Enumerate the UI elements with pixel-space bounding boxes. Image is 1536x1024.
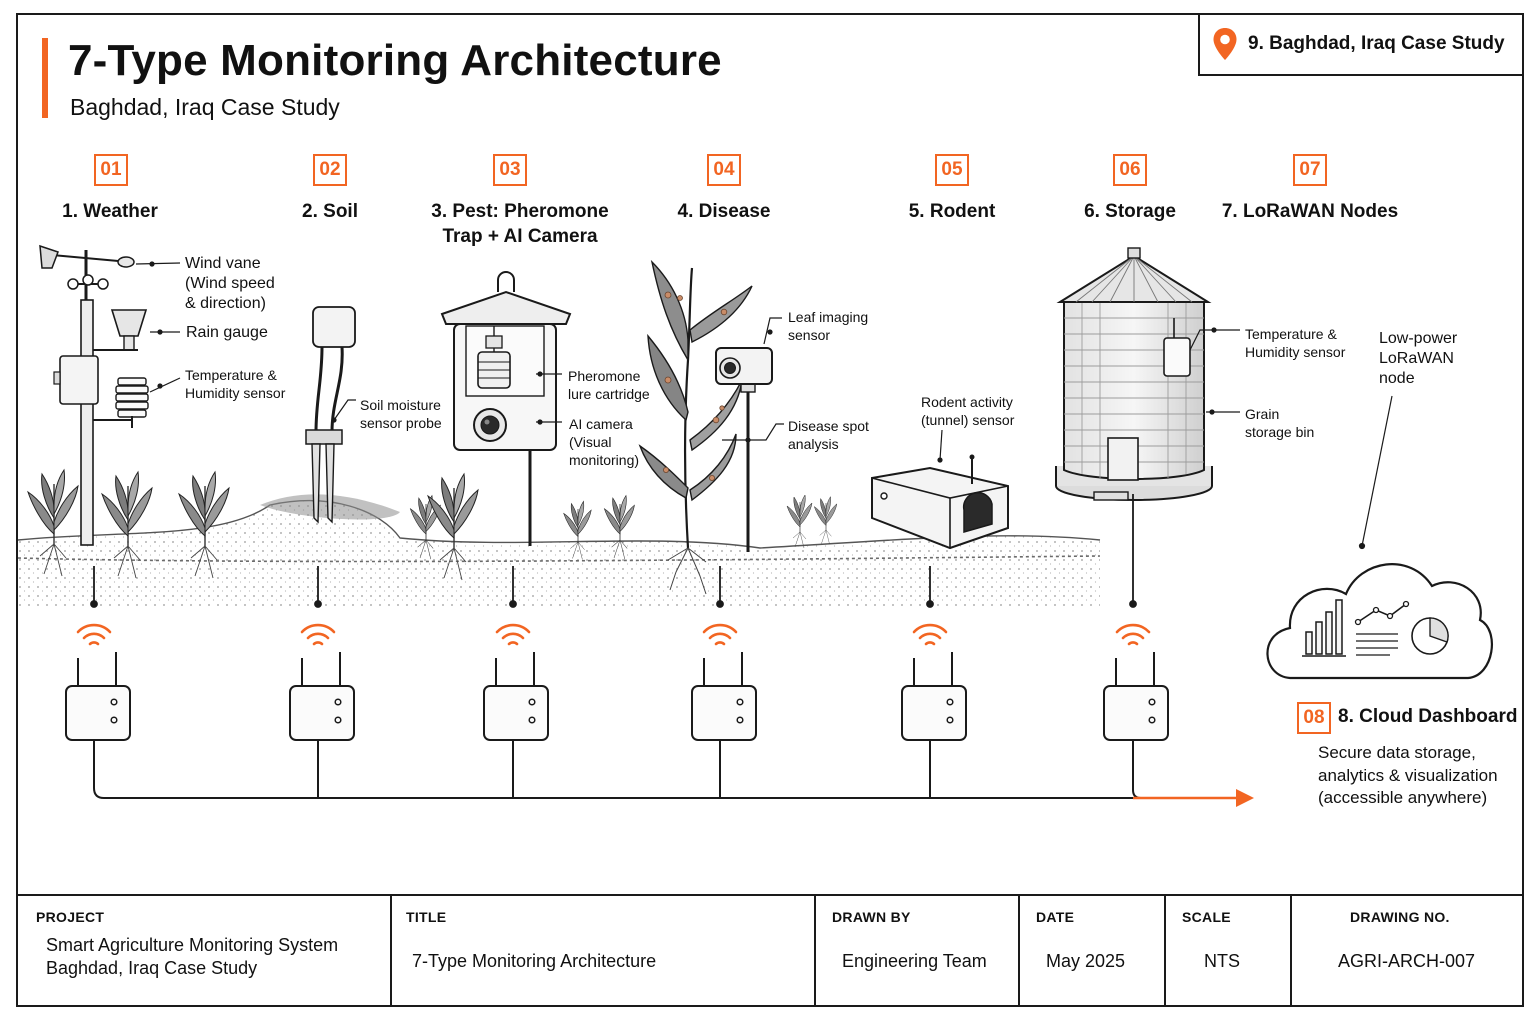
scale-heading: SCALE (1182, 909, 1231, 925)
location-tag: 9. Baghdad, Iraq Case Study (1198, 14, 1524, 76)
note-storage-temp-humidity: Temperature &Humidity sensor (1245, 326, 1346, 360)
soil-moisture-probe (305, 306, 356, 524)
category-title-lorawan: 7. LoRaWAN Nodes (1221, 201, 1399, 222)
location-tag-label: 9. Baghdad, Iraq Case Study (1248, 33, 1505, 54)
lorawan-gateway-icon (65, 651, 1169, 741)
page-subtitle: Baghdad, Iraq Case Study (70, 94, 340, 120)
location-pin-icon (1213, 28, 1237, 60)
grain-storage-silo (1055, 247, 1213, 501)
project-heading: PROJECT (36, 909, 105, 925)
title-block-date: DATE May 2025 (1020, 896, 1166, 1007)
title-block-project: PROJECT Smart Agriculture Monitoring Sys… (16, 896, 392, 1007)
title-value: 7-Type Monitoring Architecture (412, 951, 657, 971)
title-heading: TITLE (406, 909, 447, 925)
disease-plant (638, 259, 773, 595)
drawn-by-heading: DRAWN BY (832, 909, 911, 925)
title-block-drawn-by: DRAWN BY Engineering Team (816, 896, 1020, 1007)
number-box-05: 05 (935, 154, 969, 186)
number-box-02: 02 (313, 154, 347, 186)
title-block: PROJECT Smart Agriculture Monitoring Sys… (16, 894, 1524, 1007)
category-title-rodent: 5. Rodent (908, 201, 996, 222)
category-title-pest: 3. Pest: Pheromone (431, 201, 609, 222)
page-title: 7-Type Monitoring Architecture (68, 36, 722, 85)
category-title-storage: 6. Storage (1084, 201, 1176, 222)
scale-value: NTS (1204, 951, 1240, 971)
rodent-tunnel-sensor (871, 454, 1009, 550)
number-box-07: 07 (1293, 154, 1327, 186)
drawing-number-value: AGRI-ARCH-007 (1338, 951, 1476, 971)
note-rain-gauge: Rain gauge (186, 324, 268, 341)
title-block-title: TITLE 7-Type Monitoring Architecture (392, 896, 816, 1007)
note-wind-vane: Wind vane(Wind speed& direction) (185, 255, 275, 312)
number-box-01: 01 (94, 154, 128, 186)
number-box-06: 06 (1113, 154, 1147, 186)
title-block-scale: SCALE NTS (1166, 896, 1292, 1007)
pheromone-trap-camera (440, 271, 572, 546)
weather-station (39, 244, 149, 546)
drawing-number-heading: DRAWING NO. (1350, 909, 1450, 925)
category-title-weather: 1. Weather (62, 201, 158, 222)
cloud-icon (1266, 563, 1494, 680)
title-accent-bar (42, 38, 48, 118)
date-heading: DATE (1036, 909, 1075, 925)
sensor-drop-lines (90, 494, 1137, 608)
number-box-04: 04 (707, 154, 741, 186)
number-box-08: 08 (1297, 702, 1331, 734)
note-rodent-sensor: Rodent activity(tunnel) sensor (921, 394, 1015, 428)
cloud-dashboard-description: Secure data storage,analytics & visualiz… (1318, 743, 1498, 807)
annotation-leaders (135, 261, 1393, 550)
category-title-disease: 4. Disease (677, 201, 771, 222)
number-box-03: 03 (493, 154, 527, 186)
title-block-drawing-number: DRAWING NO. AGRI-ARCH-007 (1292, 896, 1524, 1007)
category-title-soil: 2. Soil (302, 201, 358, 222)
network-bus (93, 740, 1254, 807)
drawn-by-value: Engineering Team (842, 951, 987, 971)
wireless-signal-icon (76, 623, 1151, 646)
date-value: May 2025 (1046, 951, 1126, 971)
cloud-dashboard-title: 8. Cloud Dashboard (1338, 706, 1518, 727)
note-weather-temp-humidity: Temperature &Humidity sensor (185, 367, 286, 401)
category-title-pest-line2: Trap + AI Camera (442, 226, 598, 247)
